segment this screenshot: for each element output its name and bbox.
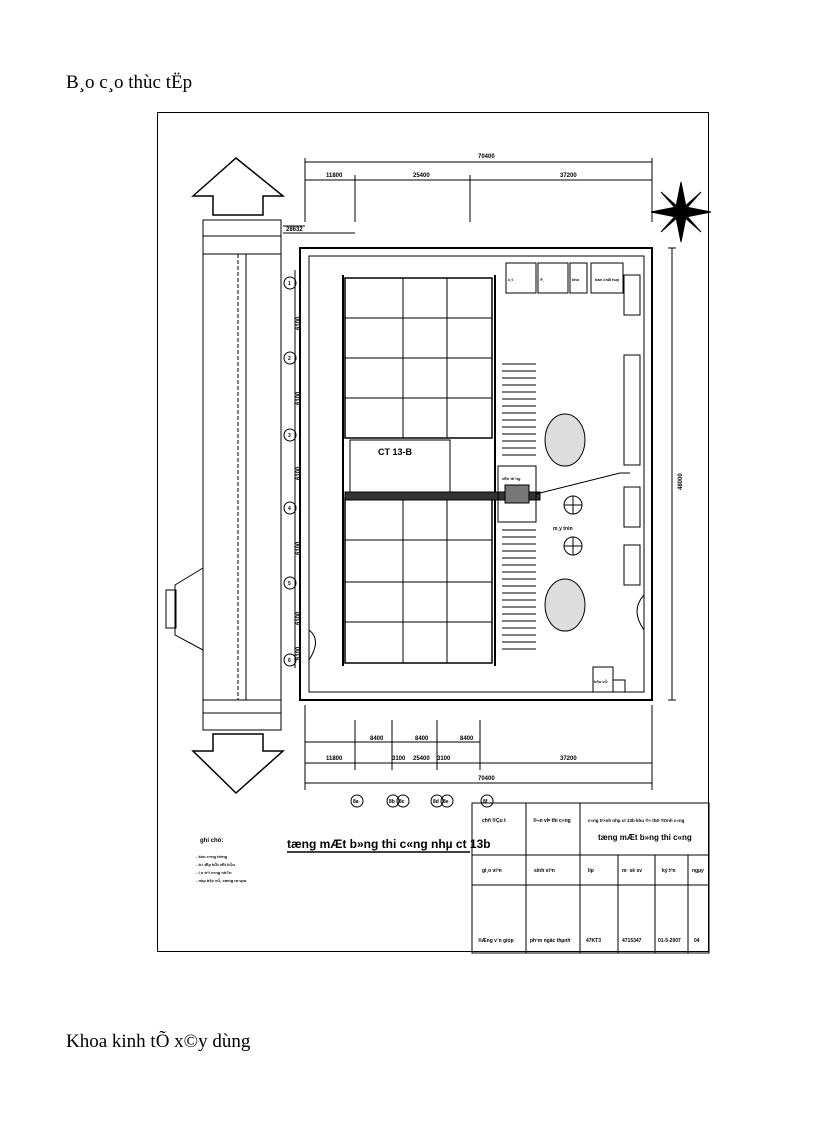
axis-left-4: 4 <box>288 506 291 512</box>
north-arrow <box>650 181 712 243</box>
tb-r3-0: ®Æng v¨n gióp <box>478 937 514 944</box>
label-material2: ®¸ <box>540 277 544 282</box>
label-mixer: m¸y trén <box>553 526 573 532</box>
axis-8b: 8b <box>389 799 395 805</box>
drawing-frame <box>157 112 709 952</box>
label-guard: b¶o vÖ <box>594 679 608 684</box>
legend-title: ghi chó: <box>200 838 223 844</box>
axis-8f: 8f <box>483 799 488 805</box>
axis-8e: 8e <box>443 799 449 805</box>
axis-8d: 8d <box>433 799 439 805</box>
axis-circle-8e <box>440 794 454 808</box>
site-boundary <box>299 247 653 701</box>
building-block-b <box>344 497 493 664</box>
dim-top-a: 11800 <box>326 173 343 179</box>
dim-top-total: 70400 <box>478 154 495 160</box>
label-office: ban chØ huy <box>595 277 620 282</box>
tb-contractor: ®¬n vÞ thi c«ng <box>533 817 571 824</box>
dim-small: 28632 <box>286 227 303 233</box>
tb-r3-3: 4715347 <box>622 938 642 944</box>
building-label: CT 13-B <box>378 447 413 457</box>
tb-project: c«ng tr×nh nhµ ct 13b khu ®« thÞ ®Þnh c«… <box>588 817 685 823</box>
material-pile-stone <box>544 578 586 632</box>
arrow-down-shape <box>191 733 285 795</box>
axis-left-3: 3 <box>288 433 291 439</box>
dim-left-5: 6100 <box>296 611 302 625</box>
dim-bottom-total: 70400 <box>478 776 495 782</box>
material-pile-sand <box>544 413 586 467</box>
drawing-title: tæng mÆt b»ng thi c«ng nhµ ct 13b <box>287 837 491 851</box>
axis-8a: 8a <box>353 799 359 805</box>
office-box <box>590 262 624 294</box>
dim-left-3: 6100 <box>296 466 302 480</box>
title-block <box>471 802 710 954</box>
dim-left-1: 6100 <box>296 316 302 330</box>
legend-line-4: - nhµ b¶o vÖ, cæng ra vµo <box>196 878 247 883</box>
dim-bottom-c: 25400 <box>413 756 430 762</box>
crane-rail <box>344 491 541 501</box>
tb-r2-4: ký tªn <box>662 868 676 874</box>
road-left <box>202 219 282 731</box>
dim-right: 48000 <box>678 473 684 490</box>
label-store: kho <box>572 277 580 282</box>
tb-owner: chñ ®Çu t­ <box>482 817 506 824</box>
tb-r3-5: 04 <box>694 938 700 944</box>
dim-left-4: 6100 <box>296 541 302 555</box>
legend-line-3: - l¸n tr¹i c«ng nh©n <box>196 870 232 875</box>
tb-drawing-name: tæng mÆt b»ng thi c«ng <box>598 833 692 842</box>
page-header: B¸o c¸o thùc tËp <box>66 72 193 93</box>
dim-top-b: 25400 <box>413 173 430 179</box>
label-crane: vËn th¨ng <box>502 476 521 481</box>
dim-bottom-h: 8400 <box>460 736 474 742</box>
legend-line-1: - kho c«ng tr­êng <box>196 854 228 859</box>
store-box-1 <box>505 262 537 294</box>
dim-bottom-g: 8400 <box>415 736 429 742</box>
legend-line-2: - b·i tËp kÕt vËt liÖu <box>196 862 235 867</box>
axis-left-6: 6 <box>288 658 291 664</box>
tb-r3-4: 01-5-2007 <box>658 938 681 944</box>
dim-bottom-e: 37200 <box>560 756 577 762</box>
dim-top-c: 37200 <box>560 173 577 179</box>
tb-r3-2: 47KT3 <box>586 938 601 944</box>
axis-circle-8a <box>350 794 364 808</box>
tb-r2-0: gi¸o viªn <box>482 868 502 874</box>
material-racks-2 <box>502 529 536 650</box>
arrow-up-shape <box>191 157 286 216</box>
label-material1: c¸t <box>508 277 514 282</box>
axis-circle-8c <box>396 794 410 808</box>
tb-r2-2: líp <box>588 868 594 874</box>
tb-r3-1: ph¹m ngäc thµnh <box>530 938 570 944</box>
dim-bottom-f: 8400 <box>370 736 384 742</box>
axis-left-2: 2 <box>288 356 291 362</box>
dim-bottom-b: 3100 <box>392 756 406 762</box>
tb-r2-3: m· sè sv <box>622 868 642 874</box>
tb-r2-1: sinh viªn <box>534 868 555 874</box>
axis-circle-8f <box>480 794 494 808</box>
page-footer: Khoa kinh tÕ x©y dùng <box>66 1031 251 1052</box>
dim-left-2: 6100 <box>296 391 302 405</box>
axis-8c: 8c <box>399 799 405 805</box>
axis-circle-8b <box>386 794 400 808</box>
tb-r2-5: ngµy <box>692 868 704 874</box>
axis-left-5: 5 <box>288 581 291 587</box>
axis-left-1: 1 <box>288 281 291 287</box>
dim-bottom-a: 11800 <box>326 756 343 762</box>
dim-left-6: 6100 <box>296 646 302 660</box>
axis-circle-8d <box>430 794 444 808</box>
dim-bottom-d: 3100 <box>437 756 451 762</box>
material-racks-1 <box>502 363 536 456</box>
